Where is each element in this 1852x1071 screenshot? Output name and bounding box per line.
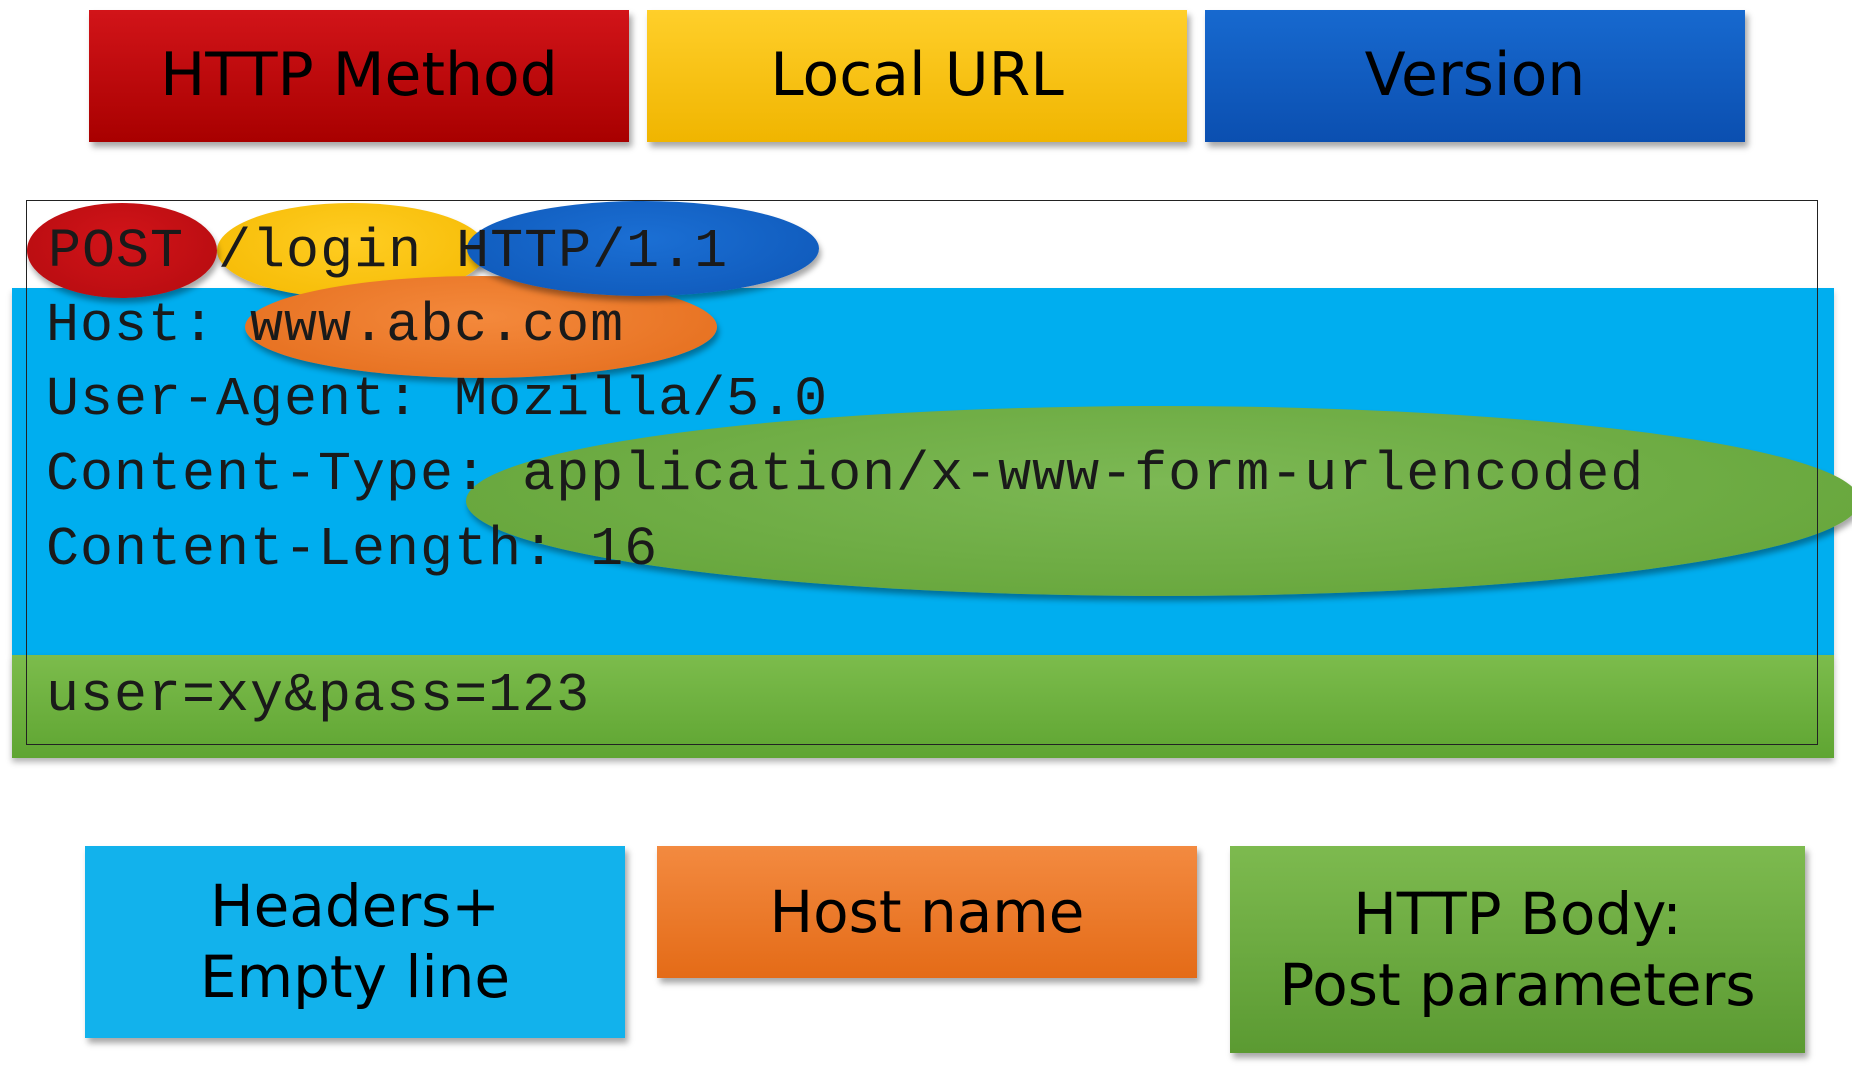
- legend-local-url-label: Local URL: [770, 40, 1064, 111]
- user-agent-header-line: User-Agent: Mozilla/5.0: [46, 368, 829, 431]
- legend-version-label: Version: [1364, 40, 1586, 111]
- legend-http-body-label: HTTP Body: Post parameters: [1279, 879, 1756, 1019]
- legend-host-name-label: Host name: [769, 877, 1085, 946]
- legend-http-body: HTTP Body: Post parameters: [1230, 846, 1805, 1053]
- version-highlight-ellipse: [467, 201, 819, 296]
- legend-local-url: Local URL: [647, 10, 1187, 142]
- content-type-header-line: Content-Type: application/x-www-form-url…: [46, 443, 1645, 506]
- request-version: HTTP/1.1: [456, 220, 729, 283]
- body-region: [12, 655, 1834, 758]
- content-length-header-line: Content-Length: 16: [46, 518, 659, 581]
- legend-http-method: HTTP Method: [89, 10, 629, 142]
- request-line: POST /login HTTP/1.1: [48, 224, 728, 279]
- legend-headers: Headers+ Empty line: [85, 846, 625, 1038]
- host-header-value: www.abc.com: [250, 294, 625, 357]
- request-method: POST: [48, 220, 185, 283]
- body-line: user=xy&pass=123: [46, 664, 591, 727]
- request-path: /login: [218, 220, 423, 283]
- host-header-key: Host:: [46, 294, 251, 357]
- legend-headers-label: Headers+ Empty line: [199, 872, 511, 1011]
- host-header-line: Host: www.abc.com: [46, 298, 624, 353]
- content-type-highlight-ellipse: [466, 406, 1852, 596]
- method-highlight-ellipse: [27, 203, 217, 298]
- legend-host-name: Host name: [657, 846, 1197, 978]
- legend-version: Version: [1205, 10, 1745, 142]
- legend-http-method-label: HTTP Method: [160, 40, 558, 111]
